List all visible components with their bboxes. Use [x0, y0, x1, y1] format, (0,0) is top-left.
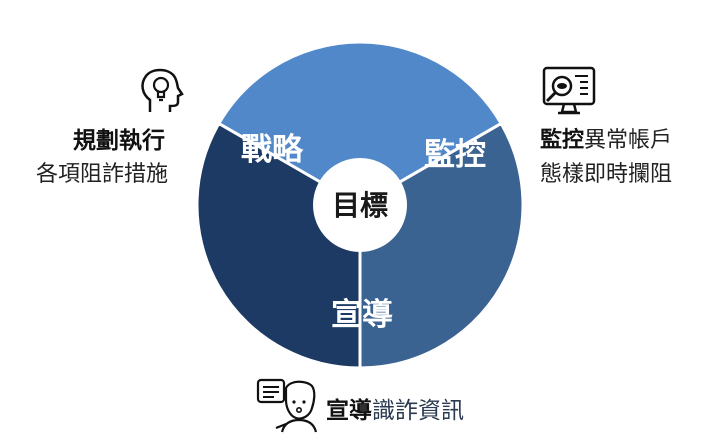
speaker-speech-bubble-icon	[256, 378, 318, 433]
center-circle	[313, 158, 407, 252]
monitor-magnifier-icon	[542, 66, 596, 115]
strategy-desc: 各項阻詐措施	[36, 162, 169, 187]
monitor-desc: 態樣即時攔阻	[540, 162, 673, 187]
segment-strategy	[216, 40, 504, 207]
segment-label-monitor: 監控	[424, 137, 486, 173]
promote-title-rest: 識詐資訊	[372, 398, 464, 424]
monitor-title: 監控異常帳戶	[540, 126, 672, 156]
monitor-title-bold: 監控	[540, 128, 585, 153]
segment-label-strategy: 戰略	[241, 132, 304, 168]
segment-label-promote: 宣導	[331, 297, 393, 333]
monitor-title-rest: 異常帳戶	[584, 128, 673, 153]
promote-title-bold: 宣導	[326, 398, 372, 424]
promote-title: 宣導識詐資訊	[326, 396, 464, 426]
lightbulb-head-icon	[141, 68, 184, 112]
strategy-title: 規劃執行	[73, 128, 165, 154]
center-label: 目標	[332, 189, 388, 222]
